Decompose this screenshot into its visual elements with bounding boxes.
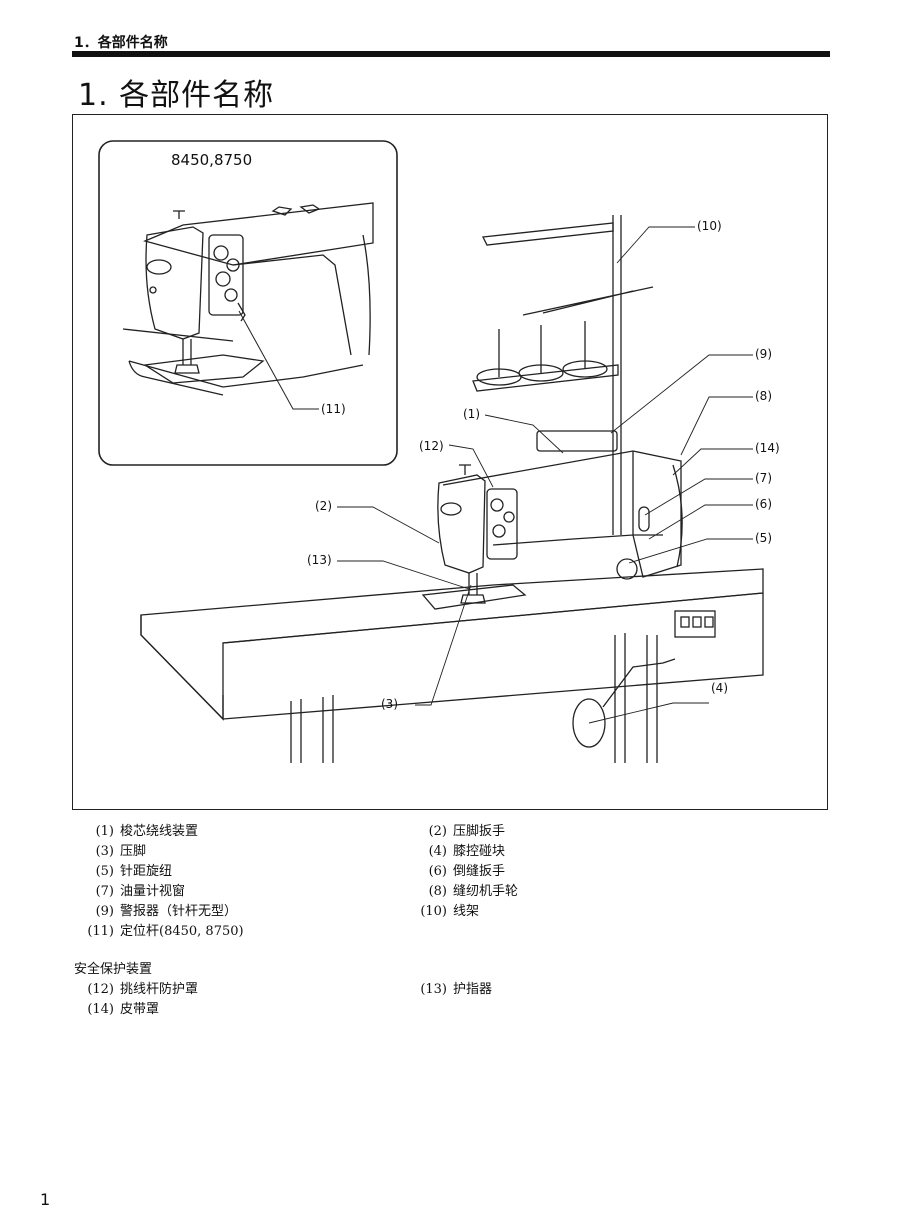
- list-item: (2)压脚扳手: [428, 824, 506, 839]
- callout-7: (7): [755, 471, 772, 485]
- spool-plate: [472, 364, 619, 392]
- inset-knob: [173, 210, 185, 219]
- callout-10: (10): [697, 219, 722, 233]
- stitch-dial: [616, 558, 638, 580]
- leader-lines: [337, 226, 753, 724]
- callout-4: (4): [711, 681, 728, 695]
- inset-bed: [122, 328, 364, 396]
- parts-row: (12)挑线杆防护罩 (13)护指器: [74, 980, 834, 1000]
- list-item: (5)针距旋纽: [95, 864, 173, 879]
- header-rule: [72, 51, 830, 57]
- list-item: (3)压脚: [95, 844, 147, 859]
- callout-5: (5): [755, 531, 772, 545]
- bobbin-winder: [536, 430, 618, 452]
- parts-row: (1)梭芯绕线装置 (2)压脚扳手: [74, 822, 834, 842]
- list-item: (8)缝纫机手轮: [428, 884, 519, 899]
- list-item: (13)护指器: [420, 982, 493, 997]
- parts-row: (5)针距旋纽 (6)倒缝扳手: [74, 862, 834, 882]
- inset-frame: [98, 140, 398, 466]
- machine-arm: [442, 450, 682, 578]
- callout-12: (12): [419, 439, 444, 453]
- inset-head: [145, 226, 204, 340]
- parts-row: (7)油量计视窗 (8)缝纫机手轮: [74, 882, 834, 902]
- list-item: (10)线架: [420, 904, 480, 919]
- running-head: 1．各部件名称: [74, 35, 168, 51]
- knee-lifter: [572, 698, 606, 748]
- callout-2: (2): [315, 499, 332, 513]
- inset-model-label: 8450,8750: [171, 151, 253, 169]
- table-legs: [290, 695, 334, 763]
- list-item: (1)梭芯绕线装置: [95, 824, 199, 839]
- callout-3: (3): [381, 697, 398, 711]
- callout-11: (11): [321, 402, 346, 416]
- parts-row: (14)皮带罩: [74, 1000, 834, 1020]
- callout-14: (14): [755, 441, 780, 455]
- inset-presser-foot: [174, 339, 200, 374]
- inset-arm-lower: [232, 254, 352, 356]
- callout-1: (1): [463, 407, 480, 421]
- callout-8: (8): [755, 389, 772, 403]
- parts-row: (11)定位杆(8450, 8750): [74, 922, 834, 942]
- list-item: (7)油量计视窗: [95, 884, 186, 899]
- parts-row: (3)压脚 (4)膝控碰块: [74, 842, 834, 862]
- list-item: (12)挑线杆防护罩: [87, 982, 199, 997]
- page-number: 1: [40, 1190, 51, 1209]
- list-item: (9)警报器（针杆无型）: [95, 904, 238, 919]
- parts-row: (9)警报器（针杆无型） (10)线架: [74, 902, 834, 922]
- list-item: (11)定位杆(8450, 8750): [87, 924, 244, 939]
- list-item: (6)倒缝扳手: [428, 864, 506, 879]
- switch-box: [674, 610, 716, 638]
- callout-13: (13): [307, 553, 332, 567]
- safety-heading: 安全保护装置: [74, 962, 153, 977]
- sewing-machine-illustration: [98, 140, 764, 763]
- machine-head: [437, 474, 486, 574]
- thread-stand-arm: [482, 222, 614, 246]
- handwheel: [672, 464, 683, 568]
- callout-9: (9): [755, 347, 772, 361]
- list-item: (14)皮带罩: [87, 1002, 160, 1017]
- oil-window: [638, 506, 650, 532]
- page-title: 1. 各部件名称: [78, 78, 275, 113]
- inset-arm: [143, 202, 374, 266]
- callout-6: (6): [755, 497, 772, 511]
- figure-frame: 8450,8750 (11) (10) (9) (8) (1) (12) (14…: [72, 114, 828, 810]
- list-item: (4)膝控碰块: [428, 844, 506, 859]
- parts-list: (1)梭芯绕线装置 (2)压脚扳手 (3)压脚 (4)膝控碰块 (5)针距旋纽 …: [74, 822, 834, 1020]
